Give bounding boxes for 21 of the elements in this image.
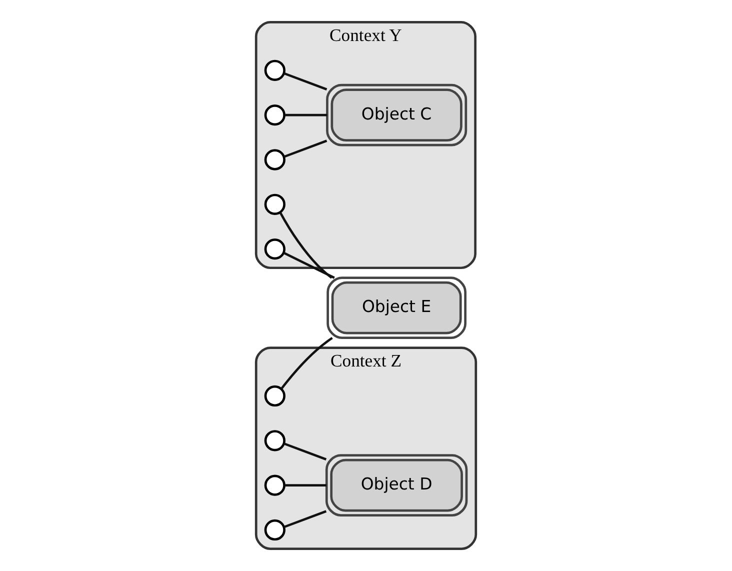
node-box: Object C [326,84,468,146]
connector [279,212,332,279]
node-box: Object D [325,454,468,516]
node-box: Object E [326,276,466,339]
connector [284,442,327,460]
connector [283,252,335,279]
connector [284,140,328,158]
connector [280,336,333,390]
connector [284,72,328,90]
node-circle [264,194,286,215]
node-circle [264,149,286,170]
connector [284,114,328,116]
node-circle [264,104,286,126]
connector [284,484,326,486]
node-circle [264,60,286,81]
node-circle [264,519,286,541]
node-circle [264,430,286,452]
node-circle [264,474,286,496]
connector [284,510,327,528]
node-circle [264,385,286,407]
node-circle [264,238,286,260]
